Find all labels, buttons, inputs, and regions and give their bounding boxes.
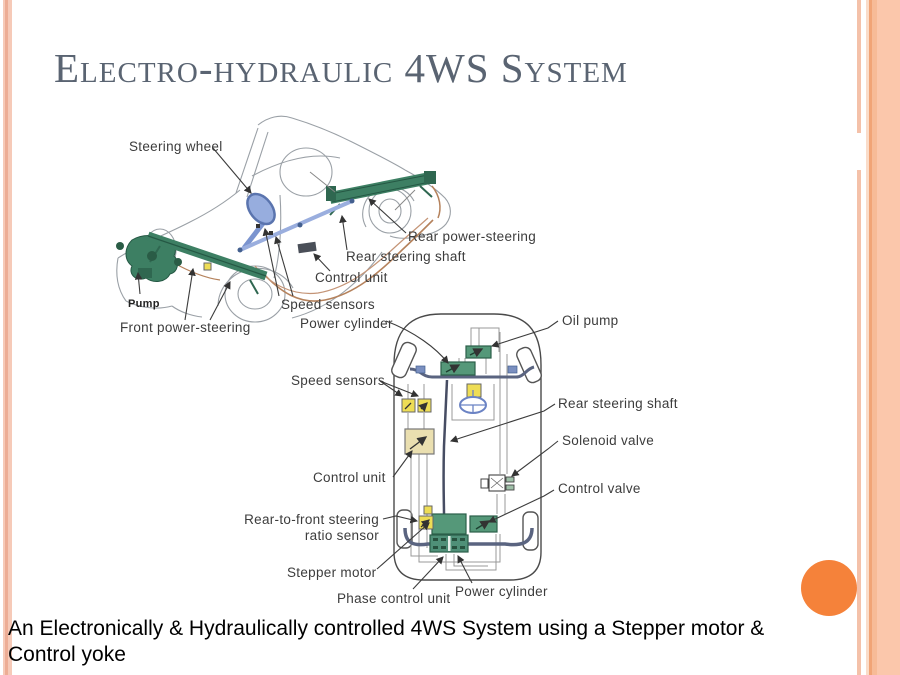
- label-rear-steering-shaft-car: Rear steering shaft: [346, 249, 466, 264]
- front-power-cylinder-box: [440, 361, 476, 376]
- speed-sensor-mark: [256, 224, 260, 228]
- label-stepper-motor: Stepper motor: [287, 565, 377, 580]
- car-steering-components: [116, 171, 436, 295]
- propeller-shaft: [239, 199, 353, 252]
- control-unit-box: [297, 241, 317, 254]
- front-sensor-yellow: [203, 262, 212, 271]
- label-oil-pump: Oil pump: [562, 313, 618, 328]
- schematic-label-leaders: [376, 320, 559, 590]
- label-power-cylinder-rear: Power cylinder: [455, 584, 548, 599]
- right-edge-band: [866, 0, 900, 675]
- label-front-power-steering: Front power-steering: [120, 320, 251, 335]
- label-power-cylinder-front: Power cylinder: [300, 316, 393, 331]
- label-control-unit-schematic: Control unit: [313, 470, 386, 485]
- label-steering-wheel: Steering wheel: [129, 139, 223, 154]
- chassis-schematic: Power cylinder Oil pump Speed sensors Re…: [244, 313, 678, 606]
- rear-power-cylinder-box: [429, 534, 469, 553]
- accent-circle-decoration: [801, 560, 857, 616]
- speed-sensor-mark: [269, 231, 273, 235]
- label-rear-power-steering: Rear power-steering: [408, 229, 536, 244]
- label-pump: Pump: [128, 298, 160, 310]
- solenoid-valve-assembly: [480, 474, 515, 492]
- label-phase-control-unit: Phase control unit: [337, 591, 450, 606]
- label-speed-sensors-schematic: Speed sensors: [291, 373, 385, 388]
- label-solenoid-valve: Solenoid valve: [562, 433, 654, 448]
- caption-line1: An Electronically & Hydraulically contro…: [8, 617, 765, 640]
- label-control-unit-car: Control unit: [315, 270, 388, 285]
- pump-body: [138, 268, 152, 278]
- steering-wheel-ring: [246, 192, 276, 226]
- front-left-wheel: [391, 341, 417, 379]
- car-cutaway-illustration: Steering wheel Pump Front power-steering…: [116, 115, 536, 335]
- caption-line2: Control yoke: [8, 642, 126, 666]
- page-title: Electro-hydraulic 4WS System: [54, 45, 628, 91]
- car-label-leaders: [134, 147, 407, 321]
- valve-yellow-box: [466, 383, 482, 398]
- slide-caption: An Electronically & Hydraulically contro…: [8, 616, 848, 667]
- label-ratio-sensor-line2: ratio sensor: [305, 528, 379, 543]
- label-rear-steering-shaft: Rear steering shaft: [558, 396, 678, 411]
- left-edge-stripes: [3, 0, 12, 675]
- rear-power-steering-assembly: [328, 172, 432, 204]
- steering-column: [242, 220, 266, 250]
- center-steering-shaft: [442, 379, 449, 515]
- front-right-wheel: [516, 346, 542, 384]
- label-speed-sensors-car: Speed sensors: [281, 297, 375, 312]
- label-control-valve: Control valve: [558, 481, 641, 496]
- label-ratio-sensor-line1: Rear-to-front steering: [244, 512, 379, 527]
- right-thin-stripe: [857, 0, 861, 675]
- right-stripe-notch: [855, 133, 863, 170]
- stepper-motor-box: [431, 513, 467, 535]
- oil-pump-box: [465, 345, 492, 359]
